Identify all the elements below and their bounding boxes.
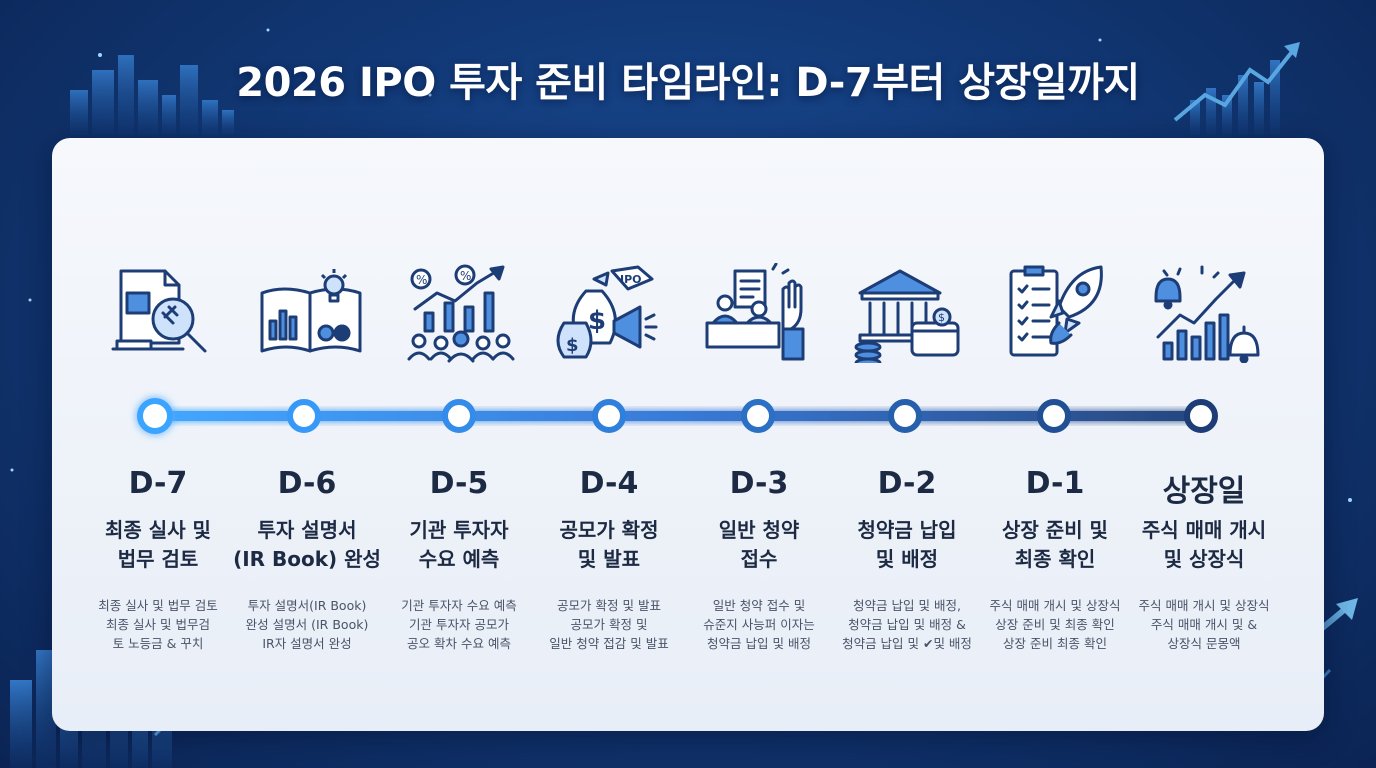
rising-chart-top-right xyxy=(1173,42,1300,135)
step-6-title: 청약금 납입 및 배정 xyxy=(857,518,957,571)
svg-text:$: $ xyxy=(566,335,579,356)
step-3-description: 기관 투자자 수요 예측 기관 투자자 공모가 공오 확차 수요 예측 xyxy=(401,598,517,651)
timeline-node-3 xyxy=(442,399,476,433)
step-3-day: D-5 xyxy=(429,466,489,501)
step-6-day: D-2 xyxy=(877,466,937,501)
step-6-description: 청약금 납입 및 배정, 청약금 납입 및 배정 & 청약금 납입 및 ✔및 배… xyxy=(842,598,972,651)
timeline-node-5 xyxy=(741,399,775,433)
checklist-rocket-icon xyxy=(1001,263,1111,363)
step-4-description: 공모가 확정 및 발표 공모가 확정 및 일반 청약 접감 및 발표 xyxy=(549,598,669,651)
step-2-title: 투자 설명서 (IR Book) 완성 xyxy=(233,518,381,571)
step-5-description: 일반 청약 접수 및 슈준지 사능퍼 이자는 청약금 납입 및 배정 xyxy=(703,598,815,651)
step-2-description: 투자 설명서(IR Book) 완성 설명서 (IR Book) IR자 설명서… xyxy=(245,598,369,651)
timeline-node-4 xyxy=(592,399,626,433)
open-book-chart-icon xyxy=(256,263,366,363)
step-7-title: 상장 준비 및 최종 확인 xyxy=(1002,518,1108,571)
step-1-title: 최종 실사 및 법무 검토 xyxy=(105,518,211,571)
document-gavel-magnifier-icon xyxy=(107,263,217,363)
svg-text:%: % xyxy=(416,273,427,287)
step-2-day: D-6 xyxy=(277,466,337,501)
step-8-description: 주식 매매 개시 및 상장식 주식 매매 개시 및 & 상장식 문몽액 xyxy=(1138,598,1270,651)
timeline-panel xyxy=(52,138,1324,731)
city-skyline-top-left xyxy=(70,55,234,135)
step-1-day: D-7 xyxy=(128,466,188,501)
step-1-description: 최종 실사 및 법무 검토 최종 실사 및 법무검 토 노등금 & 꾸치 xyxy=(98,598,218,651)
page-title: 2026 IPO 투자 준비 타임라인: D-7부터 상장일까지 xyxy=(236,60,1140,106)
step-5-title: 일반 청약 접수 xyxy=(718,518,800,571)
step-8-day: 상장일 xyxy=(1162,474,1246,509)
step-8-title: 주식 매매 개시 및 상장식 xyxy=(1141,518,1267,571)
svg-text:IPO: IPO xyxy=(620,273,642,286)
timeline-node-7 xyxy=(1037,399,1071,433)
timeline-node-2 xyxy=(287,399,321,433)
step-5-day: D-3 xyxy=(729,466,789,501)
bank-coins-wallet-icon: $ xyxy=(852,263,962,369)
step-7-description: 주식 매매 개시 및 상장식 상장 준비 및 최종 확인 상장 준비 최종 확인 xyxy=(989,598,1121,651)
step-4-day: D-4 xyxy=(579,466,639,501)
step-3-title: 기관 투자자 수요 예측 xyxy=(409,518,509,571)
timeline-node-8 xyxy=(1184,399,1218,433)
svg-text:$: $ xyxy=(588,306,606,336)
svg-text:$: $ xyxy=(938,311,945,324)
timeline-node-6 xyxy=(888,399,922,433)
bells-rising-chart-icon xyxy=(1150,263,1260,364)
investors-growth-chart-icon: % % xyxy=(405,263,515,363)
step-7-day: D-1 xyxy=(1025,466,1085,501)
svg-text:%: % xyxy=(460,269,471,283)
money-bag-megaphone-icon: IPO $ $ xyxy=(554,263,664,363)
timeline-node-1 xyxy=(137,398,173,434)
subscription-desk-icon xyxy=(703,262,813,363)
step-4-title: 공모가 확정 및 발표 xyxy=(559,518,659,571)
